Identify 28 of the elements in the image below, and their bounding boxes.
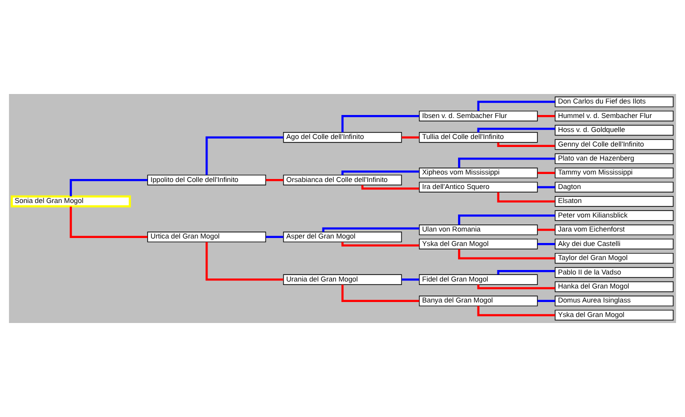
connector bbox=[341, 242, 420, 247]
connector bbox=[206, 242, 284, 281]
connector bbox=[322, 227, 420, 232]
connector bbox=[477, 306, 555, 316]
connector bbox=[361, 185, 420, 190]
connector bbox=[458, 158, 556, 168]
connector bbox=[538, 114, 555, 118]
connector bbox=[266, 236, 284, 238]
connector bbox=[477, 100, 555, 111]
connector bbox=[538, 300, 555, 302]
connector bbox=[458, 214, 556, 225]
connector bbox=[70, 206, 148, 238]
connector bbox=[266, 178, 284, 182]
connector bbox=[497, 142, 555, 147]
connector bbox=[70, 178, 148, 196]
connector bbox=[341, 170, 420, 175]
connector bbox=[458, 249, 556, 260]
connector bbox=[477, 128, 555, 132]
connector bbox=[538, 186, 555, 188]
connector bbox=[538, 172, 555, 174]
connector bbox=[538, 228, 555, 231]
connector bbox=[402, 136, 420, 138]
connector bbox=[206, 136, 284, 175]
connector bbox=[497, 192, 555, 202]
connector bbox=[538, 243, 555, 246]
connector bbox=[477, 284, 555, 290]
connector bbox=[402, 278, 420, 281]
connector bbox=[497, 270, 555, 275]
